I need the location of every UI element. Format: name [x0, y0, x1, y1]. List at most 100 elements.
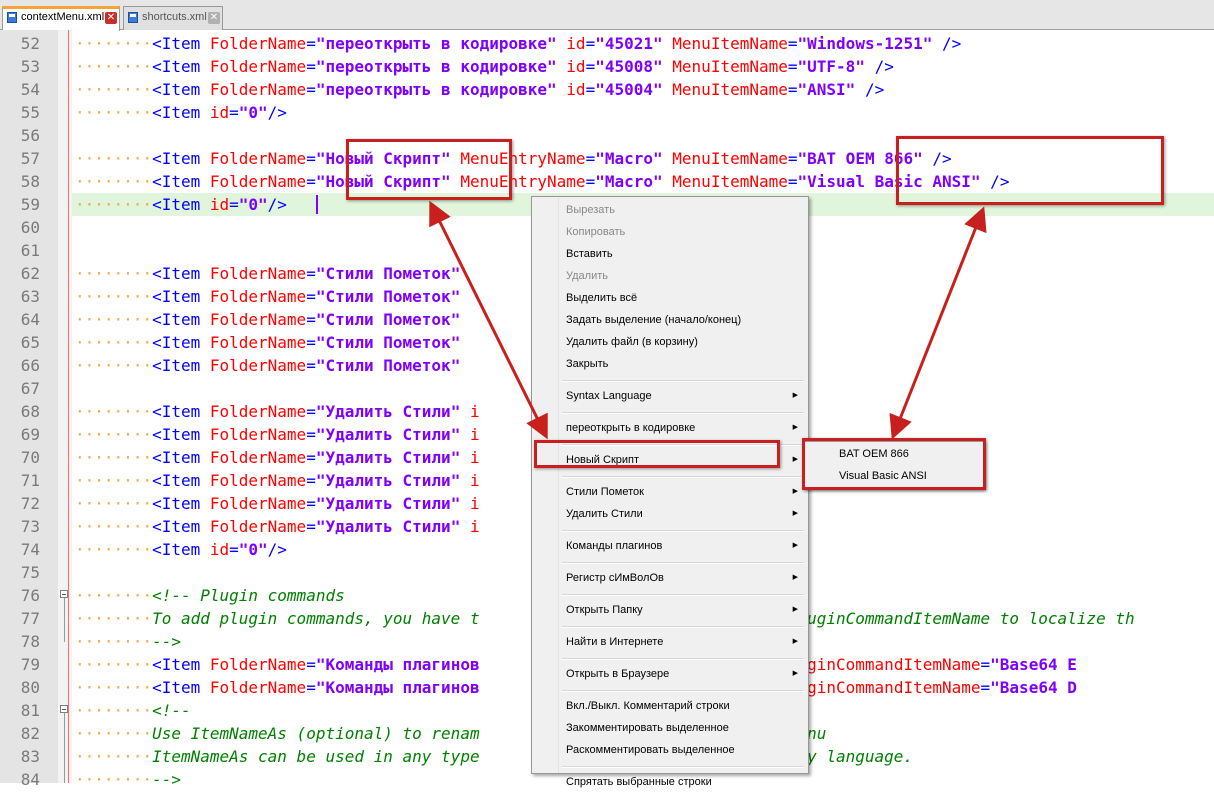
- context-menu-item[interactable]: Копировать: [534, 222, 806, 242]
- indent-whitespace: ········: [75, 333, 153, 352]
- context-menu-item[interactable]: Удалить Стили▶: [534, 504, 806, 524]
- submenu-arrow-icon: ▶: [792, 606, 798, 613]
- code-token: To add plugin commands, you have t: [152, 609, 480, 628]
- indent-whitespace: ········: [75, 724, 153, 743]
- context-menu-item[interactable]: Вкл./Выкл. Комментарий строки: [534, 696, 806, 716]
- line-number: 75: [20, 563, 40, 582]
- fold-toggle-icon[interactable]: [60, 590, 68, 598]
- code-line[interactable]: ········<Item FolderName="Стили Пометок": [75, 331, 470, 354]
- annotation-box-menu-entry: [534, 440, 780, 468]
- code-token: "45021": [595, 34, 663, 53]
- code-token: FolderName: [209, 333, 307, 352]
- code-token: =: [585, 57, 596, 76]
- code-token: />: [864, 57, 894, 76]
- submenu-item[interactable]: Visual Basic ANSI: [807, 466, 983, 486]
- fold-toggle-icon[interactable]: [60, 705, 68, 713]
- code-line[interactable]: ········<Item FolderName="Новый Скрипт" …: [75, 147, 952, 170]
- line-number: 74: [20, 540, 40, 559]
- menu-item-label: Стили Пометок: [566, 486, 644, 498]
- context-menu-item[interactable]: Открыть в Браузере▶: [534, 664, 806, 684]
- line-number-margin[interactable]: [0, 30, 58, 783]
- close-icon[interactable]: ✕: [208, 12, 220, 24]
- indent-whitespace: ········: [75, 586, 153, 605]
- code-line[interactable]: ········<Item FolderName="переоткрыть в …: [75, 78, 884, 101]
- code-line[interactable]: ········<Item id="0"/>: [75, 193, 287, 216]
- indent-whitespace: ········: [75, 149, 153, 168]
- code-line[interactable]: ········<Item FolderName="Удалить Стили"…: [75, 469, 480, 492]
- code-line[interactable]: ········<Item id="0"/>: [75, 538, 287, 561]
- menu-item-label: переоткрыть в кодировке: [566, 422, 696, 434]
- context-menu-item[interactable]: Задать выделение (начало/конец): [534, 310, 806, 330]
- code-token: "Удалить Стили": [315, 471, 461, 490]
- indent-whitespace: ········: [75, 632, 153, 651]
- code-line[interactable]: ········<!-- Plugin commands: [75, 584, 345, 607]
- code-token: FolderName: [209, 471, 307, 490]
- context-menu-item[interactable]: Вставить: [534, 244, 806, 264]
- code-line[interactable]: ········<Item FolderName="Удалить Стили"…: [75, 492, 480, 515]
- tab-shortcuts-xml[interactable]: shortcuts.xml ✕: [123, 6, 223, 30]
- code-token: />: [855, 80, 885, 99]
- context-menu-item[interactable]: Выделить всё: [534, 288, 806, 308]
- context-menu-item[interactable]: Команды плагинов▶: [534, 536, 806, 556]
- code-token: "Удалить Стили": [315, 517, 461, 536]
- context-menu-item[interactable]: Удалить: [534, 266, 806, 286]
- code-token: <Item: [152, 655, 210, 674]
- submenu-item[interactable]: BAT OEM 866: [807, 444, 983, 464]
- context-menu-item[interactable]: Закомментировать выделенное: [534, 718, 806, 738]
- line-number: 52: [20, 34, 40, 53]
- code-token: FolderName: [209, 264, 307, 283]
- line-number: 81: [20, 701, 40, 720]
- submenu-arrow-icon: ▶: [792, 392, 798, 399]
- context-menu-item[interactable]: переоткрыть в кодировке▶: [534, 418, 806, 438]
- indent-whitespace: ········: [75, 356, 153, 375]
- context-menu-item[interactable]: Найти в Интернете▶: [534, 632, 806, 652]
- code-line[interactable]: ········<!--: [75, 699, 191, 722]
- code-line[interactable]: ········<Item FolderName="Стили Пометок": [75, 354, 470, 377]
- context-menu-item[interactable]: Новый Скрипт▶: [534, 450, 806, 470]
- code-line[interactable]: ········<Item id="0"/>: [75, 101, 287, 124]
- code-token: =: [787, 80, 798, 99]
- code-token: =: [787, 149, 798, 168]
- code-line[interactable]: ········<Item FolderName="Удалить Стили"…: [75, 446, 480, 469]
- annotation-box-menu-item-names: [896, 136, 1164, 205]
- code-token: "45008": [595, 57, 663, 76]
- code-line[interactable]: ········<Item FolderName="переоткрыть в …: [75, 32, 961, 55]
- code-token: MenuItemName: [672, 149, 788, 168]
- code-line[interactable]: ········To add plugin commands, you have…: [75, 607, 1135, 630]
- context-menu-item[interactable]: Закрыть: [534, 354, 806, 374]
- code-token: <Item: [152, 310, 210, 329]
- code-line[interactable]: ········<Item FolderName="Удалить Стили"…: [75, 423, 480, 446]
- code-token: FolderName: [209, 678, 307, 697]
- context-menu-item[interactable]: Syntax Language▶: [534, 386, 806, 406]
- close-icon[interactable]: ✕: [105, 12, 117, 24]
- code-line[interactable]: ········<Item FolderName="Удалить Стили"…: [75, 515, 480, 538]
- code-line[interactable]: ········<Item FolderName="Стили Пометок": [75, 262, 470, 285]
- code-token: =: [787, 57, 798, 76]
- context-menu-item[interactable]: Вырезать: [534, 200, 806, 220]
- line-number: 61: [20, 241, 40, 260]
- line-number: 64: [20, 310, 40, 329]
- context-menu-item[interactable]: Открыть Папку▶: [534, 600, 806, 620]
- menu-item-label: Visual Basic ANSI: [839, 470, 927, 482]
- submenu-arrow-icon: ▶: [792, 670, 798, 677]
- code-line[interactable]: ········-->: [75, 630, 181, 653]
- code-line[interactable]: ········<Item FolderName="Удалить Стили"…: [75, 400, 480, 423]
- menu-separator: [562, 626, 804, 628]
- code-token: "Base64 E: [990, 655, 1077, 674]
- code-token: =: [306, 34, 316, 53]
- code-token: FolderName: [209, 287, 307, 306]
- code-line[interactable]: ········<Item FolderName="переоткрыть в …: [75, 55, 894, 78]
- code-token: <Item: [152, 517, 210, 536]
- context-menu-item[interactable]: Удалить файл (в корзину): [534, 332, 806, 352]
- tab-contextmenu-xml[interactable]: contextMenu.xml ✕: [2, 6, 120, 31]
- context-menu-item[interactable]: Регистр сИмВолОв▶: [534, 568, 806, 588]
- context-menu-item[interactable]: Стили Пометок▶: [534, 482, 806, 502]
- code-token: "Новый Скрипт": [315, 149, 451, 168]
- line-number: 66: [20, 356, 40, 375]
- line-number: 56: [20, 126, 40, 145]
- code-line[interactable]: ········<Item FolderName="Команды плагин…: [75, 653, 1077, 676]
- save-file-icon: [128, 12, 138, 23]
- indent-whitespace: ········: [75, 103, 153, 122]
- context-menu-item[interactable]: Раскомментировать выделенное: [534, 740, 806, 760]
- code-token: =: [306, 517, 316, 536]
